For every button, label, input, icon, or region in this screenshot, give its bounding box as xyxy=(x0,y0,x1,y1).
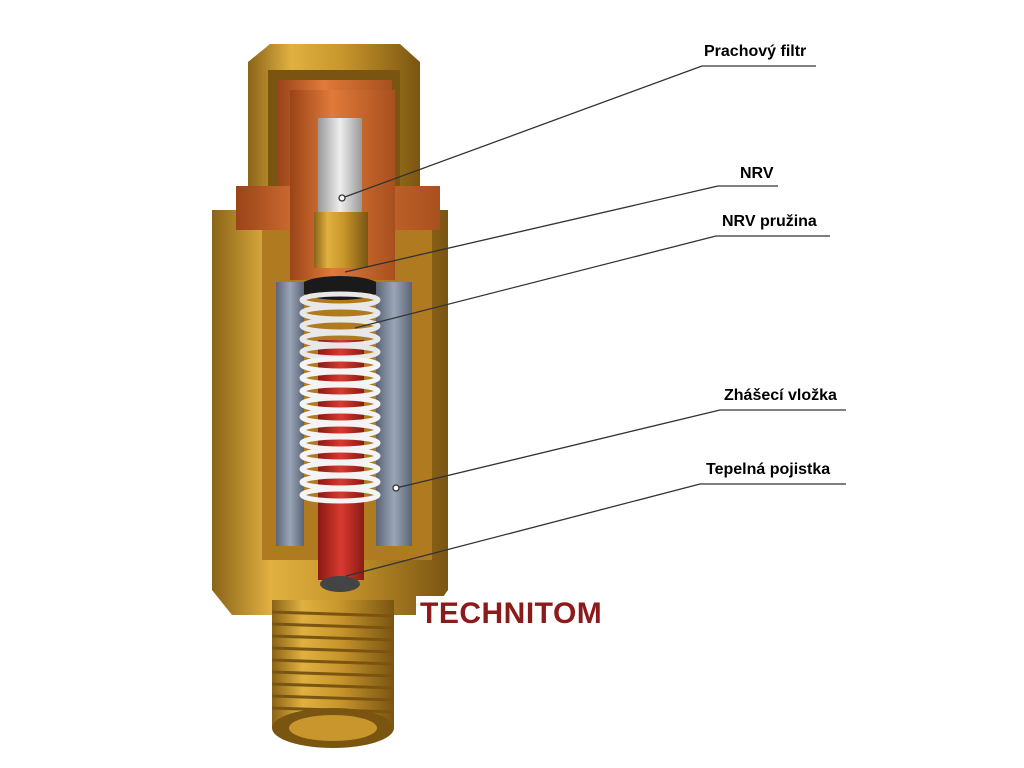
spring-coil xyxy=(299,486,381,504)
thread-ridge xyxy=(271,658,395,666)
leader-nrv-spring xyxy=(354,235,717,329)
nrv-valve-body xyxy=(314,212,368,268)
flame-arrestor-insert xyxy=(276,282,412,546)
thread-ridges xyxy=(271,610,395,714)
leader-thermal-fuse xyxy=(345,483,701,577)
label-dust-filter: Prachový filtr xyxy=(704,43,807,60)
leader-flame-insert xyxy=(395,409,721,489)
label-nrv: NRV xyxy=(740,165,774,182)
thread-ridge xyxy=(271,634,395,642)
thread-ridge xyxy=(271,706,395,714)
thread-ridge xyxy=(271,646,395,654)
label-thermal-fuse: Tepelná pojistka xyxy=(706,461,831,478)
leader-lines xyxy=(338,65,846,577)
thread-ridge xyxy=(271,610,395,618)
nrv-spring xyxy=(299,291,381,504)
label-nrv-spring: NRV pružina xyxy=(722,213,817,230)
technitom-logo: TECHNITOM xyxy=(416,596,607,632)
thread-ridge xyxy=(271,694,395,702)
leader-dust-filter xyxy=(341,65,703,199)
label-flame-insert: Zhášecí vložka xyxy=(724,387,837,404)
thread-ridge xyxy=(271,682,395,690)
thermal-fuse xyxy=(320,576,360,592)
thread-ridge xyxy=(271,622,395,630)
leader-nrv xyxy=(344,185,719,273)
thread-ridge xyxy=(271,670,395,678)
